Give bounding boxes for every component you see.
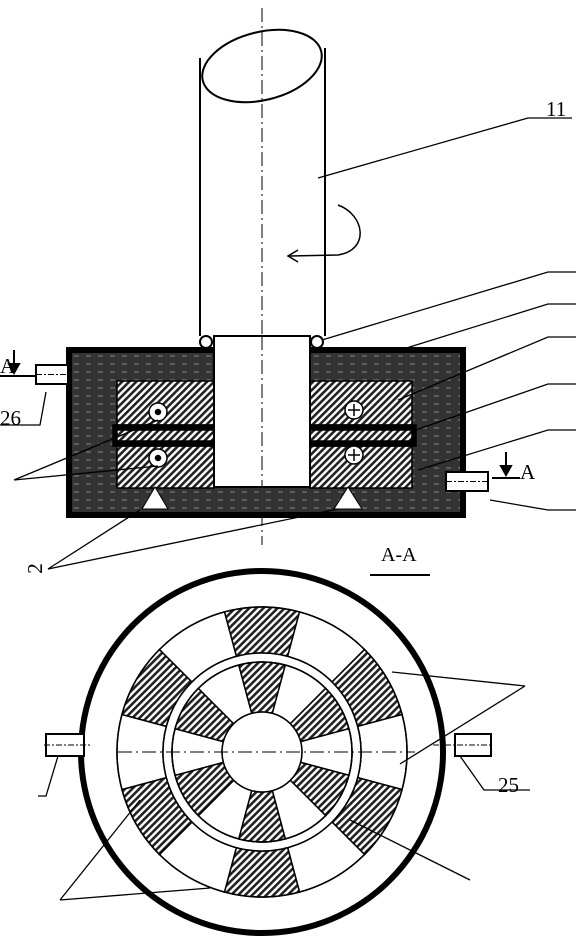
leader-lines-section bbox=[38, 574, 530, 901]
section-mark-right bbox=[492, 452, 520, 479]
label-25: 25 bbox=[498, 773, 519, 797]
leader-lines-top bbox=[0, 117, 576, 570]
outlet-port bbox=[445, 471, 489, 492]
shaft bbox=[199, 28, 326, 336]
outerRing-segment bbox=[223, 846, 301, 898]
inlet-port bbox=[35, 364, 69, 385]
dot-markers bbox=[148, 402, 168, 468]
inner-rotor-ring bbox=[171, 661, 353, 843]
section-title: A-A bbox=[381, 544, 417, 566]
label-2: 2 bbox=[22, 563, 47, 574]
label-A-right: A bbox=[520, 460, 536, 484]
outerRing-segment bbox=[223, 606, 301, 658]
separator-plate bbox=[112, 424, 417, 447]
label-11: 11 bbox=[546, 97, 567, 121]
rotation-arrow bbox=[286, 204, 361, 263]
section-mark-left bbox=[0, 350, 36, 377]
section-A-A bbox=[44, 568, 492, 936]
bearing-balls bbox=[199, 335, 324, 349]
label-A-left: A bbox=[0, 354, 16, 378]
plus-markers bbox=[344, 400, 364, 465]
support-triangles bbox=[141, 486, 363, 510]
label-26: 26 bbox=[0, 406, 21, 430]
